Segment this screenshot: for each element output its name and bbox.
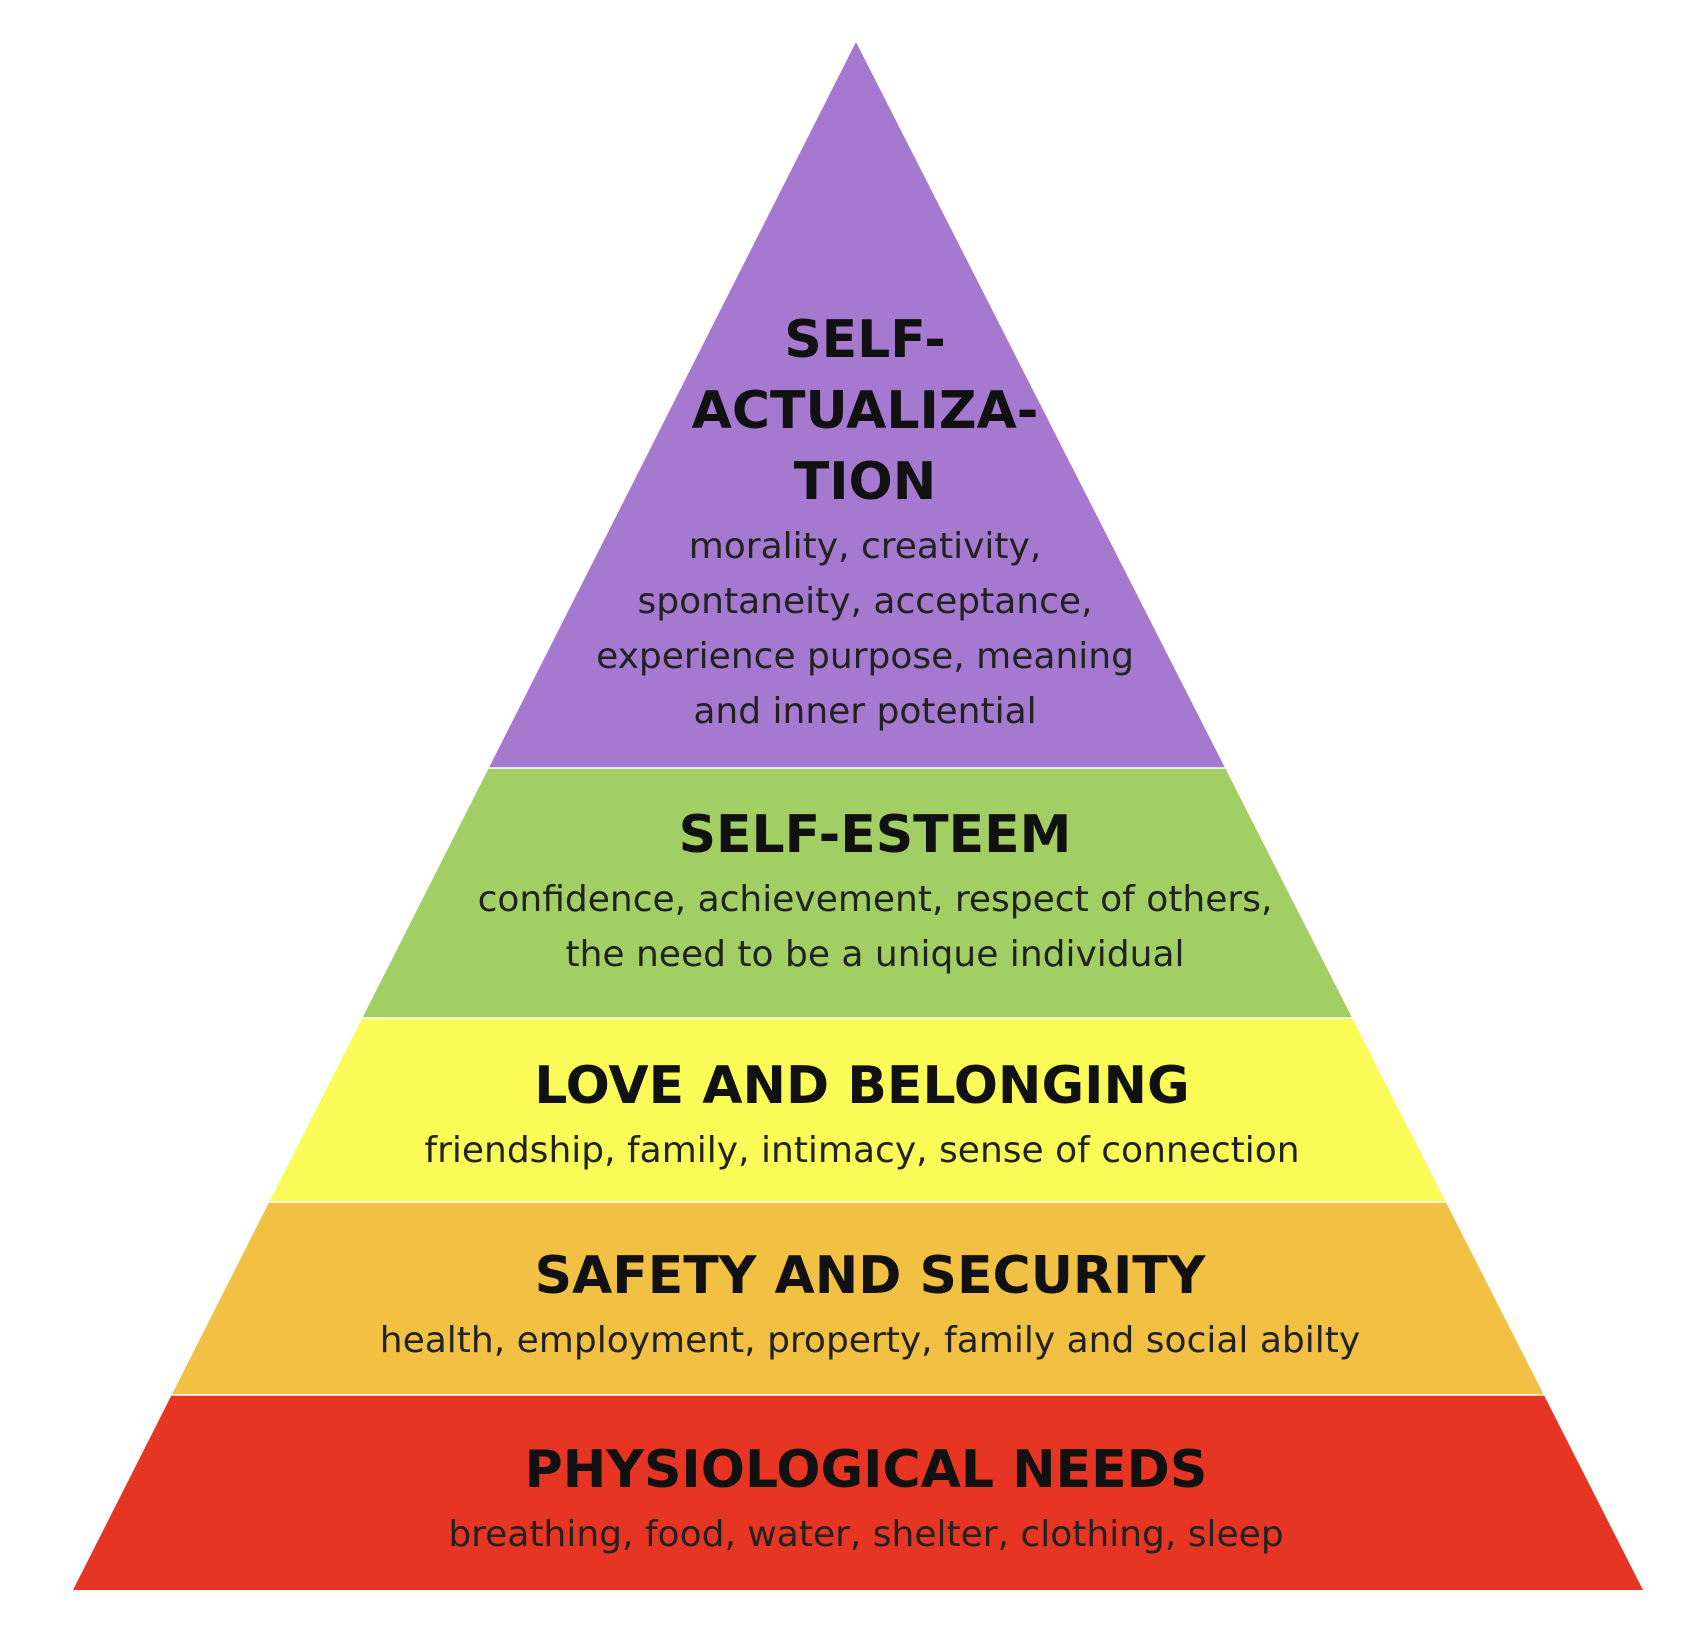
tier-title-self-actualization: ACTUALIZA-: [692, 381, 1039, 441]
tier-description-self-actualization: spontaneity, acceptance,: [638, 581, 1093, 622]
tier-title-physiological-needs: PHYSIOLOGICAL NEEDS: [525, 1440, 1208, 1500]
tier-description-self-esteem: confidence, achievement, respect of othe…: [478, 879, 1273, 920]
tier-description-self-esteem: the need to be a unique individual: [565, 934, 1184, 975]
tier-description-love-and-belonging: friendship, family, intimacy, sense of c…: [424, 1130, 1299, 1171]
tier-title-safety-and-security: SAFETY AND SECURITY: [535, 1246, 1207, 1306]
tier-description-safety-and-security: health, employment, property, family and…: [380, 1320, 1360, 1361]
tier-description-physiological-needs: breathing, food, water, shelter, clothin…: [448, 1514, 1283, 1555]
tier-title-love-and-belonging: LOVE AND BELONGING: [534, 1056, 1189, 1116]
tier-title-self-actualization: TION: [794, 452, 937, 512]
tier-self-actualization: [488, 42, 1226, 768]
tier-description-self-actualization: experience purpose, meaning: [596, 636, 1134, 677]
tier-love-and-belonging: [269, 1018, 1446, 1202]
tier-self-esteem: [362, 768, 1353, 1018]
tier-description-self-actualization: and inner potential: [693, 691, 1036, 732]
tier-title-self-actualization: SELF-: [784, 310, 946, 370]
tier-shapes: [73, 42, 1643, 1590]
tier-safety-and-security: [171, 1202, 1544, 1395]
tier-texts: SELF- ACTUALIZA- TION morality, creativity,…: [380, 310, 1360, 1555]
tier-title-self-esteem: SELF-ESTEEM: [679, 805, 1072, 865]
tier-physiological-needs: [73, 1395, 1643, 1590]
tier-description-self-actualization: morality, creativity,: [689, 526, 1042, 567]
